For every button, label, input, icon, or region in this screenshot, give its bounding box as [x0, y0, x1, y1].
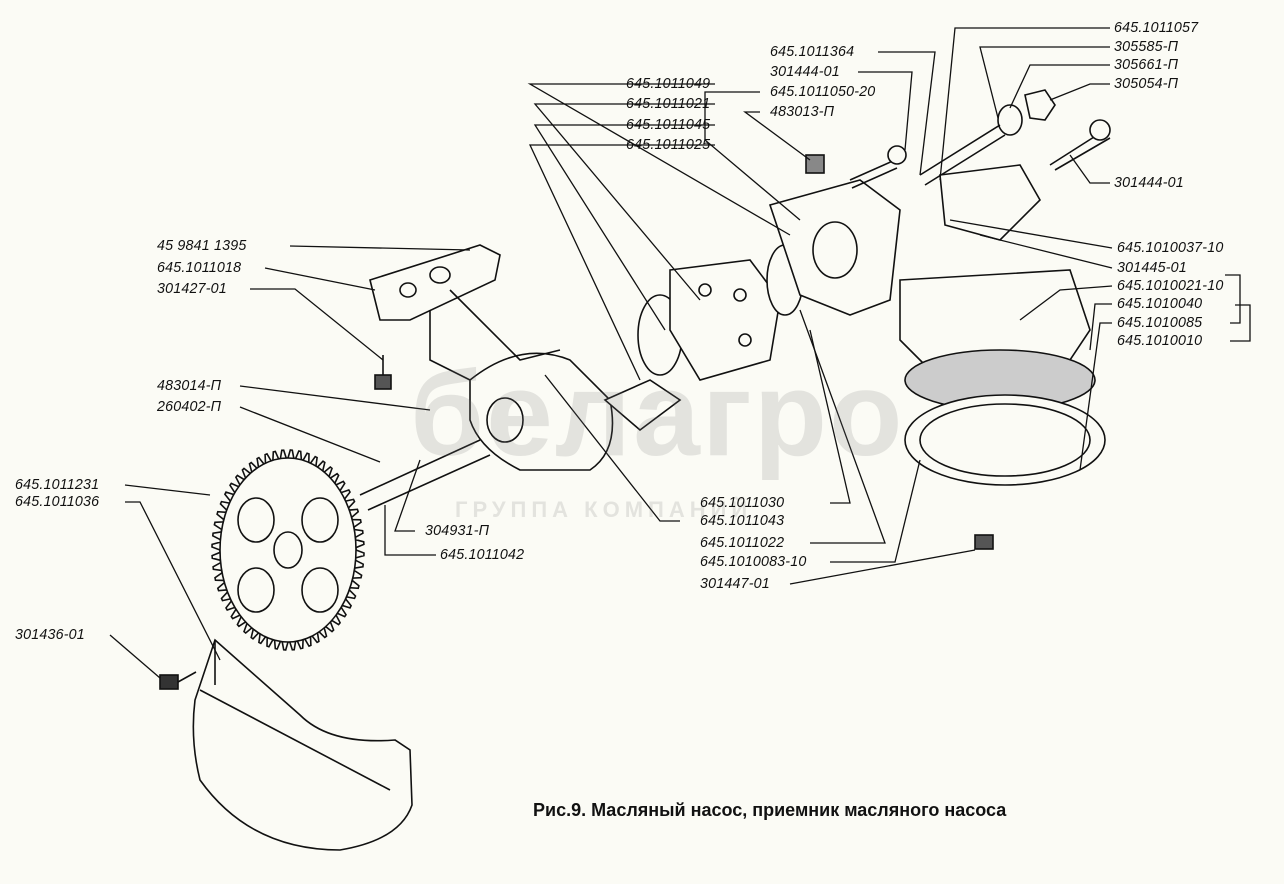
bolt-301447: [974, 534, 994, 550]
part-number-label: 305661-П: [1114, 56, 1179, 73]
figure-caption: Рис.9. Масляный насос, приемник масляног…: [533, 800, 1007, 820]
part-number-label: 645.1011050-20: [770, 83, 876, 100]
leader-lines: [109, 27, 1251, 679]
part-number-label: 645.1011057: [1114, 19, 1199, 36]
part-number-label: 645.1011025: [626, 136, 711, 153]
part-number-label: 645.1010010: [1117, 332, 1203, 349]
part-number-label: 301427-01: [157, 280, 227, 297]
part-number-label: 645.1011364: [770, 43, 855, 60]
part-number-label: 301445-01: [1117, 259, 1187, 276]
part-number-label: 645.1010040: [1117, 295, 1203, 312]
part-number-label: 301447-01: [700, 575, 770, 592]
part-number-label: 645.1010021-10: [1117, 277, 1224, 294]
pump-body: [469, 352, 614, 471]
gasket: [669, 259, 781, 381]
part-number-label: 483014-П: [157, 377, 222, 394]
part-number-label: 305585-П: [1114, 38, 1179, 55]
gear-shield: [192, 638, 413, 851]
part-number-label: 45 9841 1395: [157, 237, 247, 254]
bolt-301427: [374, 355, 392, 390]
part-number-label: 301444-01: [770, 63, 840, 80]
part-number-label: 645.1011231: [15, 476, 100, 493]
part-number-label: 645.1011018: [157, 259, 242, 276]
drive-shaft: [359, 439, 491, 511]
part-number-label: 645.1011021: [626, 95, 711, 112]
part-number-label: 301444-01: [1114, 174, 1184, 191]
part-number-label: 645.1010083-10: [700, 553, 807, 570]
part-number-label: 645.1011045: [626, 116, 711, 133]
drive-gear: [211, 449, 365, 651]
part-number-label: 305054-П: [1114, 75, 1179, 92]
plug-nut: [1024, 89, 1056, 121]
part-number-label: 645.1011030: [700, 494, 785, 511]
washer: [997, 104, 1023, 136]
intake-cover: [904, 394, 1106, 486]
valve-spring: [919, 124, 1006, 186]
part-number-label: 645.1010037-10: [1117, 239, 1224, 256]
part-number-label: 260402-П: [157, 398, 222, 415]
flange: [939, 164, 1041, 241]
part-number-label: 645.1011043: [700, 512, 785, 529]
bolt-301436: [159, 671, 197, 690]
pump-housing: [768, 179, 901, 316]
part-number-label: 483013-П: [770, 103, 835, 120]
bolt-301444-left: [849, 159, 898, 189]
part-number-label: 645.1010085: [1117, 314, 1203, 331]
pump-cover-plate: [603, 379, 682, 432]
part-number-label: 304931-П: [425, 522, 490, 539]
part-number-label: 645.1011049: [626, 75, 711, 92]
part-number-label: 301436-01: [15, 626, 85, 643]
plug-483013: [805, 154, 825, 174]
part-number-label: 645.1011036: [15, 493, 100, 510]
part-number-label: 645.1011042: [440, 546, 525, 563]
part-number-label: 645.1011022: [700, 534, 785, 551]
